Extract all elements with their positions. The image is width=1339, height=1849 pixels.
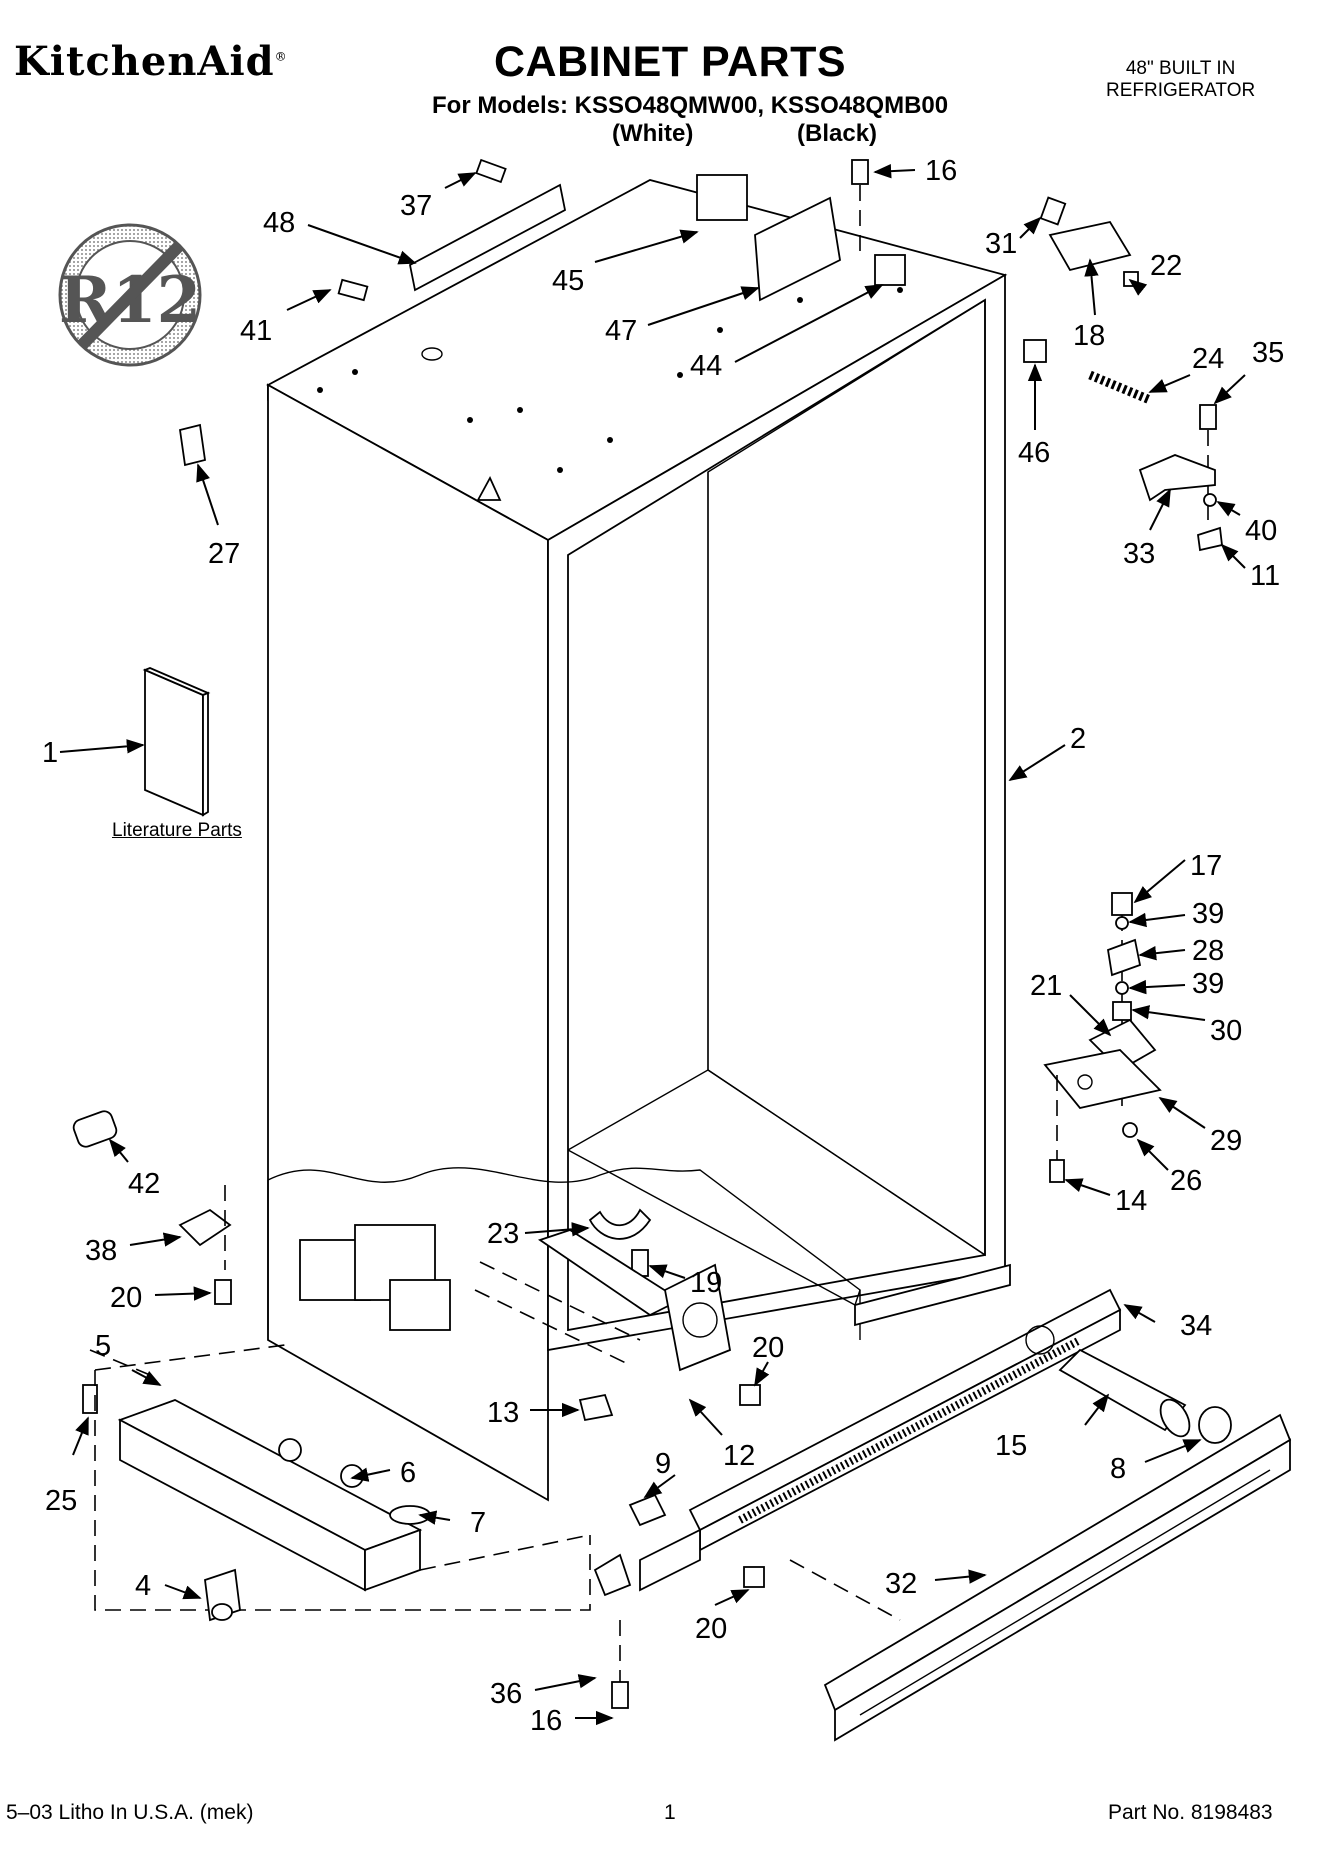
footer-page-number: 1: [664, 1801, 676, 1824]
callout-18: 18: [1073, 320, 1105, 352]
callout-32: 32: [885, 1568, 917, 1600]
callout-labels: 37 48 41 45 47 44 16 31 22 18 46 24 35 4…: [42, 155, 1284, 1737]
callout-4: 4: [135, 1570, 151, 1602]
callout-44: 44: [690, 350, 722, 382]
callout-39-lower: 39: [1192, 968, 1224, 1000]
left-lower-parts: [72, 1110, 232, 1414]
variant-white: (White): [612, 120, 694, 147]
footer-part-number: Part No. 8198483: [1108, 1801, 1273, 1824]
callout-35: 35: [1252, 337, 1284, 369]
callout-37: 37: [400, 190, 432, 222]
callout-26: 26: [1170, 1165, 1202, 1197]
variant-black: (Black): [797, 120, 878, 147]
callout-16-bottom: 16: [530, 1705, 562, 1737]
callout-20-bottom: 20: [695, 1613, 727, 1645]
callout-36: 36: [490, 1678, 522, 1710]
callout-39-upper: 39: [1192, 898, 1224, 930]
callout-7: 7: [470, 1507, 486, 1539]
callout-46: 46: [1018, 437, 1050, 469]
callout-27: 27: [208, 538, 240, 570]
callout-13: 13: [487, 1397, 519, 1429]
callout-42: 42: [128, 1168, 160, 1200]
callout-20-left: 20: [110, 1282, 142, 1314]
callout-28: 28: [1192, 935, 1224, 967]
base-grille: [789, 1413, 1292, 1742]
callout-12: 12: [723, 1440, 755, 1472]
callout-24: 24: [1192, 343, 1224, 375]
callout-leaders: [59, 163, 1246, 1726]
product-type-line-1: 48" BUILT IN: [1125, 58, 1236, 79]
callout-41: 41: [240, 315, 272, 347]
callout-1: 1: [42, 737, 58, 769]
callout-21: 21: [1030, 970, 1062, 1002]
callout-6: 6: [400, 1457, 416, 1489]
callout-45: 45: [552, 265, 584, 297]
callout-19: 19: [690, 1267, 722, 1299]
product-type: 48" BUILT IN REFRIGERATOR: [1106, 58, 1255, 102]
callout-14: 14: [1115, 1185, 1147, 1217]
lower-frame-assembly: [89, 1344, 591, 1622]
callout-31: 31: [985, 228, 1017, 260]
callout-2: 2: [1070, 723, 1086, 755]
product-type-line-2: REFRIGERATOR: [1106, 80, 1256, 101]
callout-33: 33: [1123, 538, 1155, 570]
literature-parts-label: Literature Parts: [112, 820, 242, 841]
brand-logo: KitchenAid®: [14, 38, 288, 85]
callout-8: 8: [1110, 1453, 1126, 1485]
callout-15: 15: [995, 1430, 1027, 1462]
callout-25: 25: [45, 1485, 77, 1517]
callout-11: 11: [1250, 560, 1280, 592]
no-r12-badge: R12: [58, 223, 202, 367]
literature-booklet: [142, 667, 211, 817]
callout-23: 23: [487, 1218, 519, 1250]
brand-registered-mark: ®: [274, 49, 288, 64]
callout-22: 22: [1150, 250, 1182, 282]
callout-9: 9: [655, 1448, 671, 1480]
callout-16-top: 16: [925, 155, 957, 187]
callout-34: 34: [1180, 1310, 1212, 1342]
callout-38: 38: [85, 1235, 117, 1267]
callout-40: 40: [1245, 515, 1277, 547]
footer-litho: 5–03 Litho In U.S.A. (mek): [6, 1801, 254, 1824]
right-hinge-parts: [1043, 892, 1162, 1183]
callout-20-center: 20: [752, 1332, 784, 1364]
brand-name: KitchenAid: [14, 38, 275, 85]
callout-48: 48: [263, 207, 295, 239]
front-grille: [639, 1288, 1122, 1592]
page-title: CABINET PARTS: [494, 38, 847, 86]
callout-30: 30: [1210, 1015, 1242, 1047]
callout-29: 29: [1210, 1125, 1242, 1157]
callout-5: 5: [95, 1330, 111, 1362]
callout-17: 17: [1190, 850, 1222, 882]
water-filter: [1058, 1348, 1232, 1444]
models-line: For Models: KSSO48QMW00, KSSO48QMB00: [432, 92, 949, 119]
center-lower-parts: [474, 1208, 765, 1709]
callout-47: 47: [605, 315, 637, 347]
